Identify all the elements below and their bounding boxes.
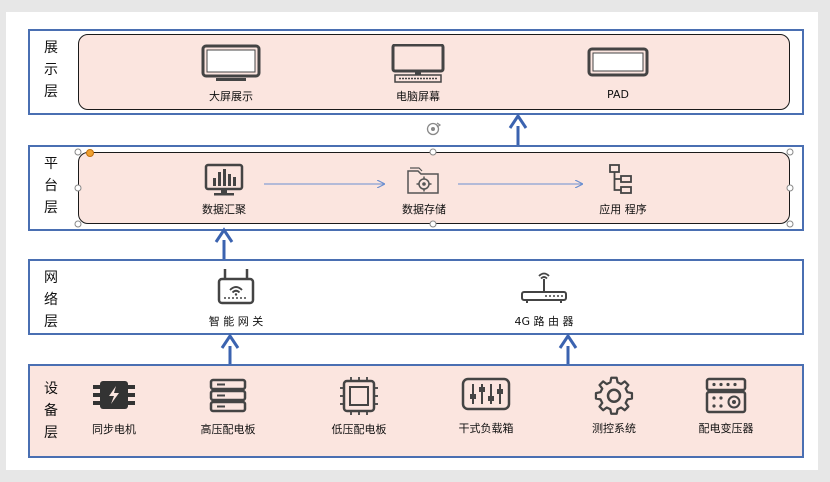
desktop-computer-icon xyxy=(391,44,445,83)
network-item-gateway: 智 能 网 关 xyxy=(181,267,291,329)
layer-label-char: 备 xyxy=(44,403,58,419)
layer-label-char: 层 xyxy=(44,84,58,100)
hierarchy-icon xyxy=(609,164,632,194)
display-item-label: 大屏展示 xyxy=(209,90,253,103)
transformer-icon xyxy=(705,377,747,414)
platform-item-storage: 数据存储 xyxy=(369,163,479,217)
layer-label-char: 网 xyxy=(44,270,58,286)
display-layer-label: 展 示 层 xyxy=(40,37,62,103)
device-item-lv-board: 低压配电板 xyxy=(304,377,414,437)
layer-label-char: 设 xyxy=(44,381,58,397)
network-layer: 网 络 层 xyxy=(28,259,804,335)
device-item-label: 高压配电板 xyxy=(200,423,256,436)
server-rack-icon xyxy=(209,378,247,413)
device-item-label: 测控系统 xyxy=(592,422,636,435)
platform-item-label: 数据存储 xyxy=(402,203,446,216)
gateway-icon xyxy=(217,269,255,305)
display-item-pc: 电脑屏幕 xyxy=(363,44,473,104)
platform-item-label: 应用 程序 xyxy=(599,203,647,216)
device-item-motor: 同步电机 xyxy=(59,377,169,437)
selection-handles xyxy=(74,148,794,228)
device-layer-label: 设 备 层 xyxy=(40,378,62,444)
device-item-transformer: 配电变压器 xyxy=(671,376,781,436)
up-arrow xyxy=(558,333,578,364)
up-arrow xyxy=(214,227,234,259)
network-item-label: 智 能 网 关 xyxy=(208,315,264,328)
gear-icon xyxy=(594,376,634,415)
up-arrow xyxy=(220,333,240,364)
motor-icon xyxy=(93,381,135,409)
device-item-label: 低压配电板 xyxy=(331,423,387,436)
router-icon xyxy=(521,272,567,303)
layer-label-char: 层 xyxy=(44,425,58,441)
device-item-label: 同步电机 xyxy=(92,423,136,436)
monitor-icon xyxy=(201,44,261,81)
chip-icon xyxy=(340,377,378,415)
connector-overlay xyxy=(74,113,794,364)
platform-item-application: 应用 程序 xyxy=(568,163,678,217)
device-item-label: 干式负载箱 xyxy=(458,422,514,435)
device-item-label: 配电变压器 xyxy=(698,422,754,435)
layer-label-char: 展 xyxy=(44,40,58,56)
device-item-hv-board: 高压配电板 xyxy=(173,377,283,437)
device-item-load-box: 干式负载箱 xyxy=(431,376,541,436)
layer-label-char: 络 xyxy=(44,292,58,308)
layer-label-char: 层 xyxy=(44,200,58,216)
dashboard-chart-icon xyxy=(204,163,244,196)
rotate-handle-icon xyxy=(426,122,442,136)
network-item-router: 4G 路 由 器 xyxy=(489,267,599,329)
display-item-pad: PAD xyxy=(563,44,673,101)
up-arrow xyxy=(508,113,528,145)
platform-layer: 平 台 层 xyxy=(28,145,804,231)
layer-label-char: 平 xyxy=(44,156,58,172)
platform-item-label: 数据汇聚 xyxy=(202,203,246,216)
tablet-icon xyxy=(587,47,649,77)
sliders-icon xyxy=(461,377,511,411)
device-item-control: 测控系统 xyxy=(559,376,669,436)
display-layer: 展 示 层 xyxy=(28,29,804,115)
adjust-handle xyxy=(86,149,94,157)
folder-gear-icon xyxy=(407,167,439,194)
display-item-big-screen: 大屏展示 xyxy=(176,44,286,104)
layer-label-char: 示 xyxy=(44,62,58,78)
network-item-label: 4G 路 由 器 xyxy=(514,315,574,328)
platform-item-aggregation: 数据汇聚 xyxy=(169,163,279,217)
network-layer-label: 网 络 层 xyxy=(40,267,62,333)
layer-label-char: 层 xyxy=(44,314,58,330)
device-layer: 设 备 层 xyxy=(28,364,804,458)
display-item-label: 电脑屏幕 xyxy=(396,90,440,103)
diagram-canvas: 展 示 层 大屏展示 电脑屏幕 PAD 平 台 xyxy=(6,12,818,470)
display-item-label: PAD xyxy=(607,88,629,101)
platform-layer-label: 平 台 层 xyxy=(40,153,62,219)
layer-label-char: 台 xyxy=(44,178,58,194)
